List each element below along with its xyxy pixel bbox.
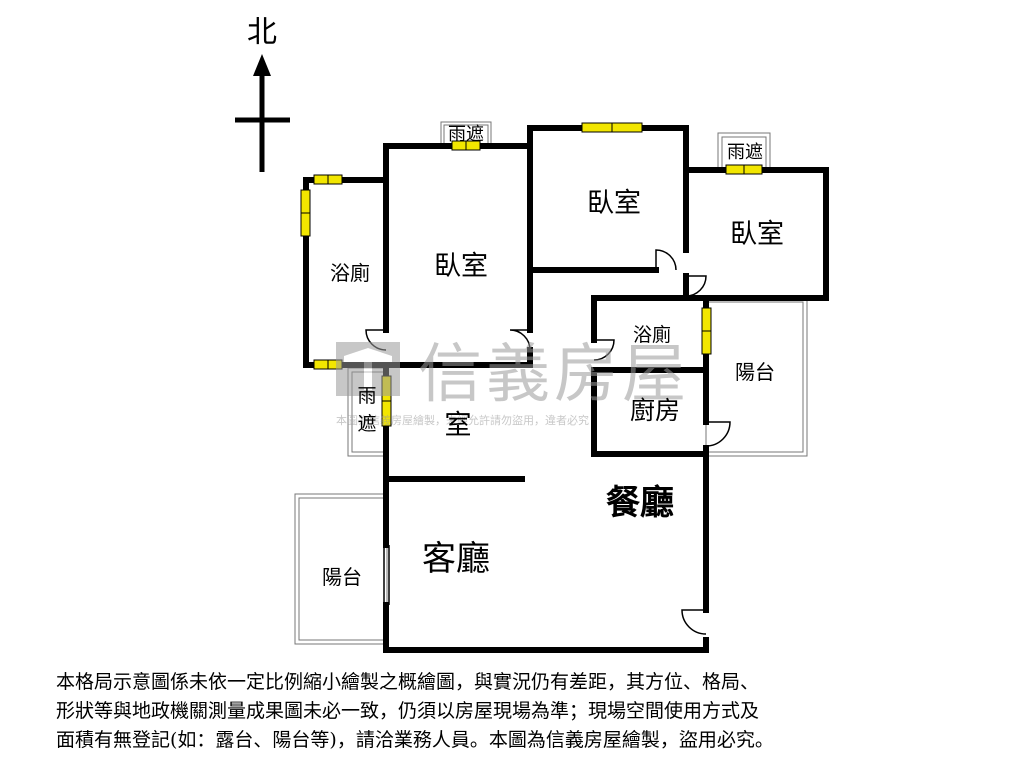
window-bath-center [701, 307, 712, 355]
label-kitchen: 廚房 [630, 396, 680, 425]
door-bedroom-east [685, 275, 707, 297]
wall-bedroom-west-north [383, 143, 533, 333]
window-bath-west [300, 189, 311, 237]
label-canopy-west-1: 雨 [357, 385, 376, 407]
sliding-door-west-balcony [383, 545, 390, 605]
door-bath-center [593, 339, 615, 361]
watermark-notice: 本圖為信義房屋繪製，未經允許請勿盜用，違者必究 [336, 413, 589, 427]
room-labels: 臥室 臥室 臥室 浴廁 浴廁 廚房 餐廳 客廳 室 陽台 陽台 雨遮 雨遮 雨 … [322, 124, 784, 589]
balcony-west-inner [298, 497, 388, 641]
watermark: 信義房屋 本圖為信義房屋繪製，未經允許請勿盜用，違者必究 [336, 338, 690, 427]
disclaimer-line-2: 形狀等與地政機關測量成果圖未必一致，仍須以房屋現場為準；現場空間使用方式及 [56, 700, 760, 722]
label-canopy-north-a: 雨遮 [448, 124, 484, 145]
north-label: 北 [247, 15, 277, 50]
north-arrow-icon [253, 54, 271, 76]
label-canopy-west-2: 遮 [357, 413, 376, 435]
label-dining: 餐廳 [606, 483, 674, 523]
door-entrance [681, 609, 707, 635]
door-bedroom-center [655, 249, 677, 271]
window-bath-north [313, 174, 343, 185]
door-bedroom-west [509, 329, 531, 351]
disclaimer: 本格局示意圖係未依一定比例縮小繪製之概繪圖，與實況仍有差距，其方位、格局、 形狀… [56, 668, 996, 755]
window-bedroom-center [581, 122, 643, 133]
doors [365, 249, 731, 635]
compass: 北 [235, 15, 290, 172]
disclaimer-line-3: 面積有無登記(如：露台、陽台等)，請洽業務人員。本圖為信義房屋繪製，盜用必究。 [56, 729, 774, 751]
watermark-logo-icon [336, 342, 400, 396]
disclaimer-line-1: 本格局示意圖係未依一定比例縮小繪製之概繪圖，與實況仍有差距，其方位、格局、 [56, 671, 760, 693]
label-bedroom-west: 臥室 [434, 251, 488, 282]
label-bath-center: 浴廁 [633, 323, 671, 346]
wall-kitchen-west [591, 367, 709, 457]
label-bedroom-center: 臥室 [587, 188, 641, 219]
wall-bath-center [591, 295, 709, 343]
watermark-brand: 信義房屋 [418, 338, 690, 412]
label-bath-west: 浴廁 [330, 261, 370, 285]
window-bedroom-west [451, 140, 481, 151]
label-bedroom-east: 臥室 [730, 219, 784, 250]
label-small-room: 室 [445, 410, 472, 441]
window-bedroom-east [725, 164, 763, 175]
label-balcony-east: 陽台 [735, 360, 775, 384]
label-balcony-west: 陽台 [322, 565, 362, 589]
label-living: 客廳 [422, 539, 490, 579]
wall-bedroom-east [683, 167, 829, 301]
door-kitchen [705, 421, 731, 447]
label-canopy-north-b: 雨遮 [727, 142, 763, 163]
